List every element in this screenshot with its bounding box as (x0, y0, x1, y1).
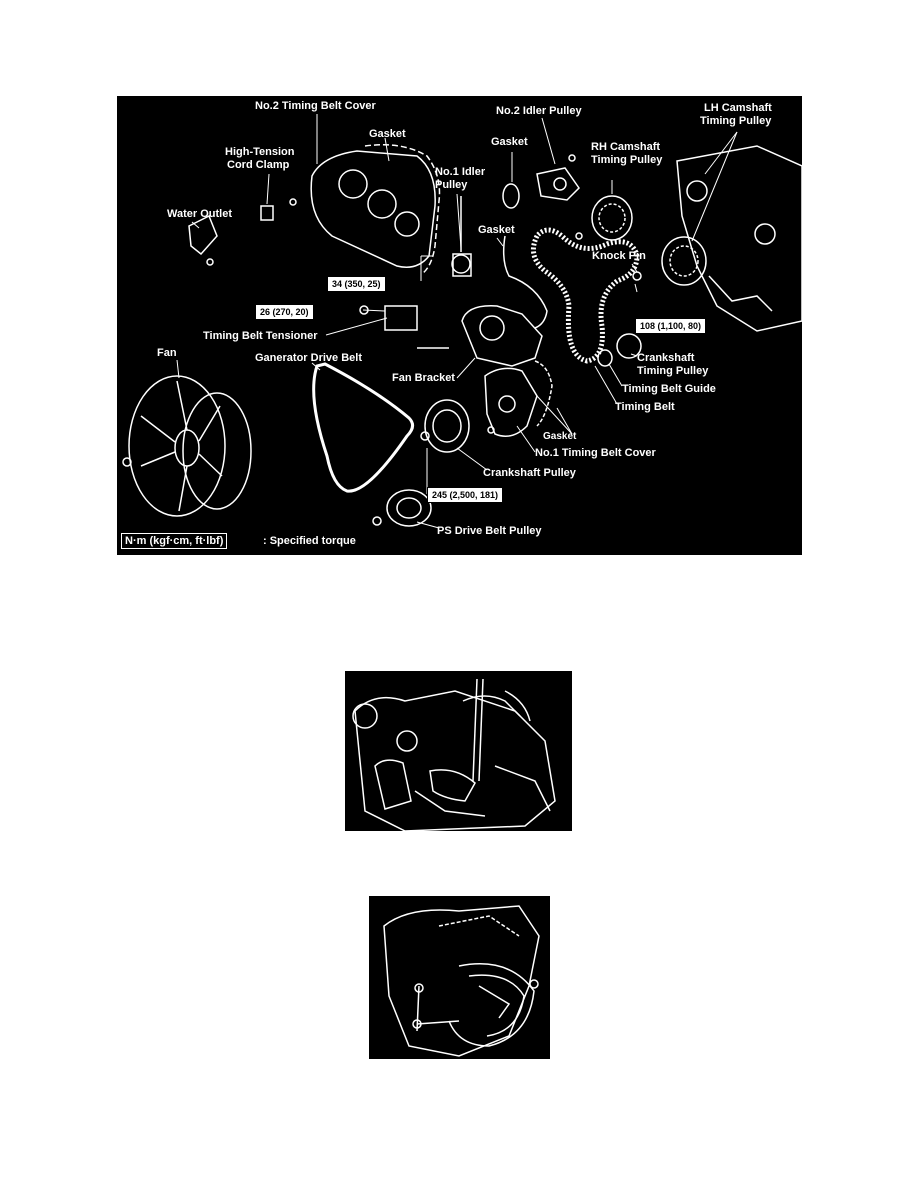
knock-pin-part (632, 271, 642, 281)
label-timing-belt: Timing Belt (615, 401, 675, 413)
label-high-tension: High-Tension (225, 146, 295, 158)
crankshaft-pulley-part (420, 399, 495, 453)
label-generator-drive-belt: Ganerator Drive Belt (255, 352, 362, 364)
torque-245: 245 (2,500, 181) (427, 487, 504, 503)
belt-guide-part (597, 349, 613, 367)
leader-lines (176, 114, 738, 529)
crank-timing-pulley-part (616, 333, 642, 359)
label-rh-timing-pulley: Timing Pulley (591, 154, 663, 166)
diagram-artwork (122, 114, 802, 529)
label-gasket-right: Gasket (491, 136, 528, 148)
generator-belt-artwork (312, 362, 414, 493)
timing-belt-artwork (530, 227, 640, 364)
no2-timing-belt-cover (310, 150, 436, 268)
no1-timing-belt-cover (484, 360, 553, 437)
torque-unit-legend: N·m (kgf·cm, ft·lbf) (121, 533, 228, 549)
timing-belt-exploded-diagram: No.2 Timing Belt Cover Gasket High-Tensi… (117, 96, 802, 555)
label-gasket-top: Gasket (369, 128, 406, 140)
label-water-outlet: Water Outlet (167, 208, 232, 220)
ps-pulley-part (372, 489, 432, 527)
torque-26: 26 (270, 20) (255, 304, 314, 320)
water-outlet-part (188, 214, 218, 266)
water-pump-assembly (417, 305, 543, 367)
label-lh-camshaft: LH Camshaft (704, 102, 772, 114)
tensioner-part (359, 305, 418, 331)
torque-34: 34 (350, 25) (327, 276, 386, 292)
illustration-pulley-holding (345, 671, 572, 831)
label-no2-idler-pulley: No.2 Idler Pulley (496, 105, 582, 117)
label-lh-timing-pulley: Timing Pulley (700, 115, 772, 127)
gasket-ring (502, 183, 520, 209)
label-no2-timing-belt-cover: No.2 Timing Belt Cover (255, 100, 376, 112)
label-timing-belt-tensioner: Timing Belt Tensioner (203, 330, 318, 342)
no1-idler-pulley (451, 196, 472, 277)
label-cord-clamp: Cord Clamp (227, 159, 290, 171)
label-timing-belt-guide: Timing Belt Guide (622, 383, 716, 395)
label-gasket-mid: Gasket (478, 224, 515, 236)
illustration-fan-shroud (369, 896, 550, 1059)
label-no1-timing-belt-cover: No.1 Timing Belt Cover (535, 447, 656, 459)
label-crankshaft-timing-pulley: Timing Pulley (637, 365, 709, 377)
torque-108: 108 (1,100, 80) (635, 318, 707, 334)
label-fan: Fan (157, 347, 177, 359)
gasket-mid (502, 235, 548, 329)
label-rh-camshaft: RH Camshaft (591, 141, 661, 153)
label-no1-idler-pulley: Pulley (435, 179, 468, 191)
torque-legend-text: : Specified torque (263, 535, 356, 547)
cord-clamp (260, 198, 297, 221)
no2-idler-pulley (536, 154, 580, 201)
label-no1-idler: No.1 Idler (435, 166, 486, 178)
label-crankshaft: Crankshaft (637, 352, 695, 364)
engine-block (661, 145, 802, 332)
label-ps-drive-belt-pulley: PS Drive Belt Pulley (437, 525, 542, 537)
label-gasket-bottom: Gasket (543, 431, 577, 442)
label-crankshaft-pulley: Crankshaft Pulley (483, 467, 576, 479)
fan-part (122, 375, 252, 517)
label-knock-pin: Knock Pin (592, 250, 646, 262)
illustration-3-artwork (383, 905, 540, 1057)
illustration-2-artwork (352, 678, 556, 831)
rh-camshaft-pulley (575, 195, 633, 241)
label-fan-bracket: Fan Bracket (392, 372, 455, 384)
gasket-top (364, 144, 441, 275)
